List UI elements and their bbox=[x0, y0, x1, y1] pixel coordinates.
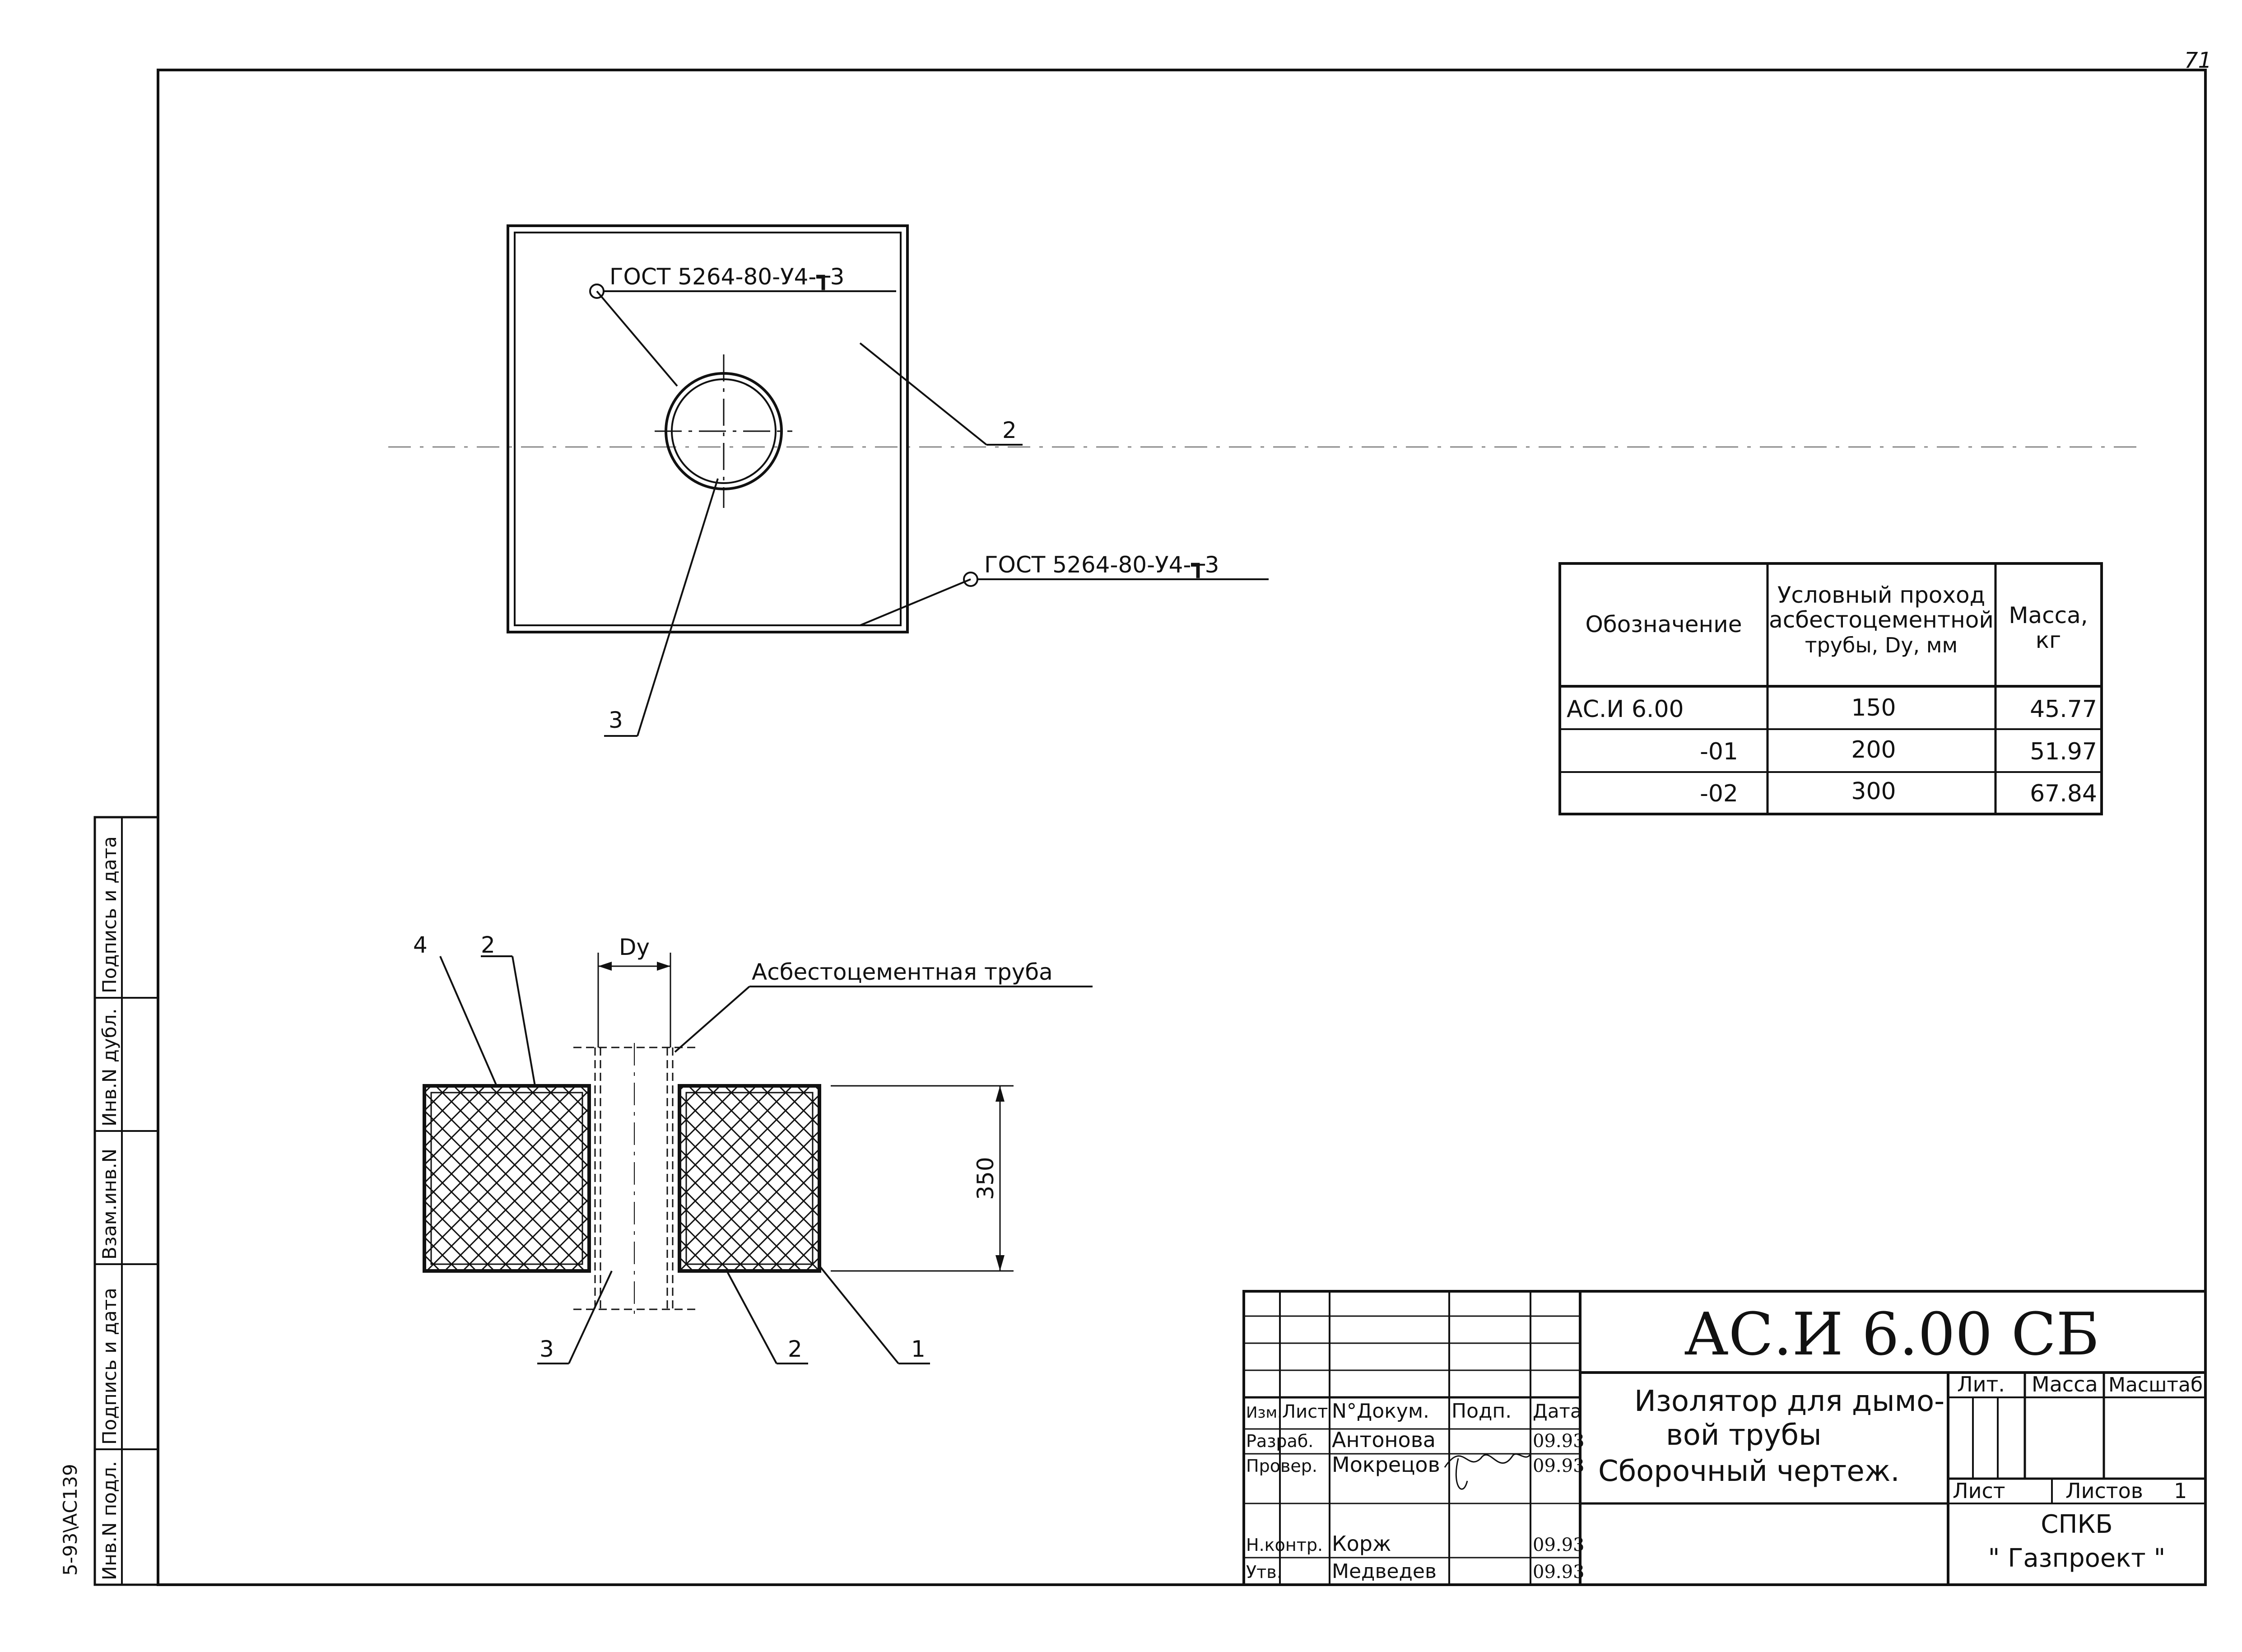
doc-code: АС.И 6.00 СБ bbox=[1684, 1300, 2099, 1368]
date-prover: 09.93 bbox=[1533, 1456, 1585, 1476]
name-utv: Медведев bbox=[1332, 1560, 1437, 1583]
section-view: Dy Асбестоцементная труба 350 4 2 3 2 1 bbox=[413, 932, 1093, 1364]
scale-label: Масштаб bbox=[2108, 1373, 2203, 1396]
title-block: Изм. Лист N°Докум. Подп. Дата Разраб. Ан… bbox=[1242, 1290, 2207, 1586]
stamp-sign-date-2: Подпись и дата bbox=[98, 836, 121, 993]
signature bbox=[1444, 1453, 1531, 1490]
stamp-inv-dubl: Инв.N дубл. bbox=[98, 1008, 121, 1126]
weld-label-2: ГОСТ 5264-80-У4-┱3 bbox=[984, 552, 1219, 578]
role-utv: Утв. bbox=[1246, 1562, 1282, 1582]
org-line-2: " Газпроект " bbox=[1988, 1544, 2166, 1573]
row-1-dy: 150 bbox=[1851, 694, 1896, 721]
date-nkontr: 09.93 bbox=[1533, 1535, 1585, 1555]
row-2-mass: 51.97 bbox=[2030, 738, 2097, 765]
hdr-podp: Подп. bbox=[1451, 1400, 1512, 1423]
stamp-vzam-inv: Взам.инв.N bbox=[98, 1149, 121, 1260]
stamp-inv-podl: Инв.N подл. bbox=[98, 1461, 121, 1580]
header-mass-line1: Масса, bbox=[2009, 602, 2088, 628]
hdr-date: Дата bbox=[1533, 1400, 1582, 1422]
sheet-label: Лист bbox=[1953, 1479, 2005, 1503]
row-2-designation: -01 bbox=[1700, 738, 1738, 765]
header-dy-line3: трубы, Dy, мм bbox=[1805, 633, 1958, 657]
role-prover: Провер. bbox=[1246, 1456, 1317, 1476]
title-line-1: Изолятор для дымо- bbox=[1634, 1385, 1944, 1418]
header-designation: Обозначение bbox=[1586, 611, 1742, 638]
row-1-mass: 45.77 bbox=[2030, 696, 2097, 723]
title-line-3: Сборочный чертеж. bbox=[1598, 1455, 1900, 1488]
row-3-mass: 67.84 bbox=[2030, 780, 2097, 807]
row-3-dy: 300 bbox=[1851, 778, 1896, 805]
name-prover: Мокрецов bbox=[1332, 1452, 1440, 1477]
hdr-nodoc: N°Докум. bbox=[1332, 1400, 1429, 1423]
role-razrab: Разраб. bbox=[1246, 1431, 1313, 1451]
section-pos-3: 3 bbox=[540, 1336, 554, 1362]
header-dy-line2: асбестоцементной bbox=[1769, 607, 1994, 633]
sheet-number: 71 bbox=[2184, 48, 2212, 73]
header-dy-line1: Условный проход bbox=[1777, 582, 1985, 608]
hdr-list: Лист bbox=[1282, 1401, 1328, 1422]
pos-2-label: 2 bbox=[1002, 417, 1017, 443]
row-2-dy: 200 bbox=[1851, 736, 1896, 763]
dim-dy: Dy bbox=[619, 934, 650, 960]
sheets-value: 1 bbox=[2174, 1479, 2187, 1503]
date-utv: 09.93 bbox=[1533, 1562, 1585, 1582]
name-razrab: Антонова bbox=[1332, 1428, 1436, 1452]
top-view: ГОСТ 5264-80-У4-┱3 ГОСТ 5264-80-У4-┱3 2 … bbox=[388, 224, 2144, 737]
sheets-label: Листов bbox=[2065, 1479, 2143, 1503]
date-razrab: 09.93 bbox=[1533, 1431, 1585, 1452]
mass-label: Масса bbox=[2032, 1372, 2098, 1396]
section-pos-1: 1 bbox=[911, 1336, 926, 1362]
pos-3-label: 3 bbox=[609, 707, 623, 733]
weld-label-1: ГОСТ 5264-80-У4-┱3 bbox=[609, 264, 844, 290]
header-mass-line2: кг bbox=[2036, 627, 2061, 653]
row-3-designation: -02 bbox=[1700, 780, 1738, 807]
spec-table: Обозначение Условный проход асбестоцемен… bbox=[1558, 562, 2103, 815]
row-1-designation: АС.И 6.00 bbox=[1567, 696, 1684, 723]
section-pos-2-bottom: 2 bbox=[788, 1336, 802, 1362]
pipe-label: Асбестоцементная труба bbox=[752, 959, 1053, 985]
section-pos-2-top: 2 bbox=[481, 932, 495, 958]
role-nkontr: Н.контр. bbox=[1246, 1535, 1323, 1555]
side-stamp: Инв.N подл. Подпись и дата Взам.инв.N Ин… bbox=[59, 816, 159, 1586]
stamp-sign-date-1: Подпись и дата bbox=[98, 1288, 121, 1445]
hdr-izm: Изм. bbox=[1246, 1404, 1282, 1422]
lit-label: Лит. bbox=[1957, 1372, 2005, 1396]
name-nkontr: Корж bbox=[1332, 1531, 1391, 1556]
title-line-2: вой трубы bbox=[1666, 1419, 1822, 1452]
stamp-code: 5-93\АС139 bbox=[59, 1464, 81, 1576]
dim-height: 350 bbox=[972, 1157, 999, 1200]
org-line-1: СПКБ bbox=[2041, 1510, 2112, 1539]
section-pos-4: 4 bbox=[413, 932, 428, 958]
